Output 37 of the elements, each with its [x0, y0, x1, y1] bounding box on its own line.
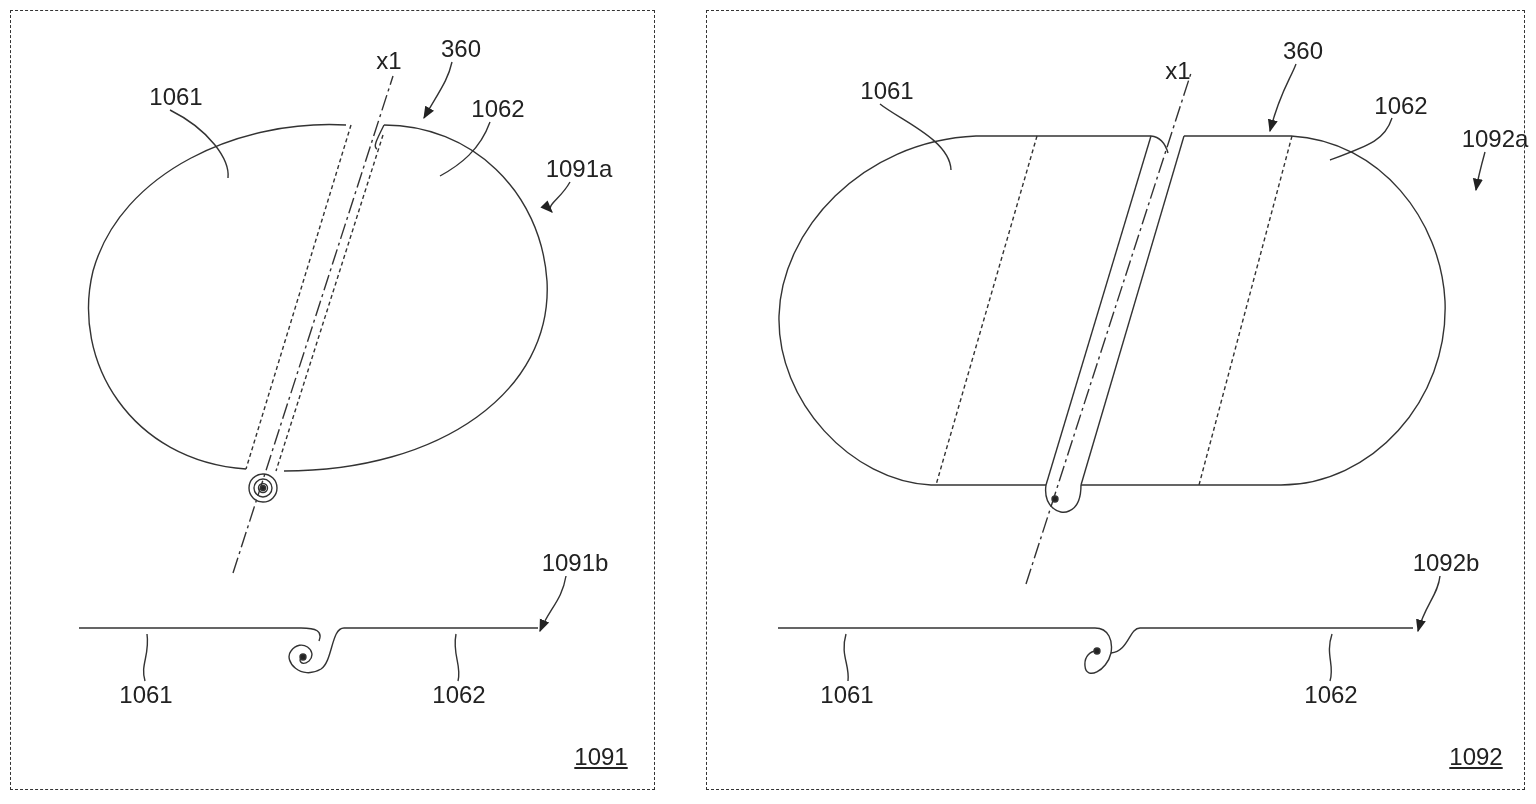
- leader-line: [142, 633, 149, 682]
- reference-numeral: 1062: [432, 682, 486, 708]
- reference-numeral: 1062: [1304, 682, 1358, 708]
- panel-number: 1091: [574, 744, 628, 770]
- leader-line: [454, 633, 460, 682]
- reference-numeral: 1091b: [541, 550, 609, 576]
- reference-numeral: 1061: [149, 84, 203, 110]
- reference-numeral: 1061: [860, 78, 914, 104]
- leader-line: [169, 109, 229, 179]
- figure-panel-frame: [10, 10, 655, 790]
- leader-line: [843, 633, 849, 682]
- reference-numeral: 1062: [1374, 93, 1428, 119]
- arrow: [1416, 575, 1441, 633]
- reference-numeral: 360: [441, 36, 481, 62]
- arrow: [1472, 151, 1486, 192]
- reference-numeral: 1092a: [1461, 126, 1529, 152]
- side-view-sheet-drawing: [78, 627, 539, 674]
- leader-line: [1329, 117, 1393, 161]
- reference-numeral: 1092b: [1412, 550, 1480, 576]
- reference-numeral: 1062: [471, 96, 525, 122]
- arrow: [423, 61, 453, 120]
- leader-line: [879, 103, 952, 171]
- reference-numeral: 1091a: [545, 156, 613, 182]
- reference-numeral: 1061: [820, 682, 874, 708]
- reference-numeral: 1061: [119, 682, 173, 708]
- leader-line: [439, 121, 491, 177]
- arrow: [539, 575, 567, 633]
- folded-sheet-drawing: [778, 135, 1446, 513]
- side-view-sheet-drawing: [777, 627, 1414, 674]
- axis-label: x1: [376, 48, 402, 74]
- folded-sheet-drawing: [88, 124, 548, 503]
- arrow: [1268, 63, 1297, 133]
- reference-numeral: 360: [1283, 38, 1323, 64]
- arrow: [541, 181, 571, 213]
- leader-line: [1328, 633, 1333, 682]
- panel-number: 1092: [1449, 744, 1503, 770]
- axis-label: x1: [1165, 58, 1191, 84]
